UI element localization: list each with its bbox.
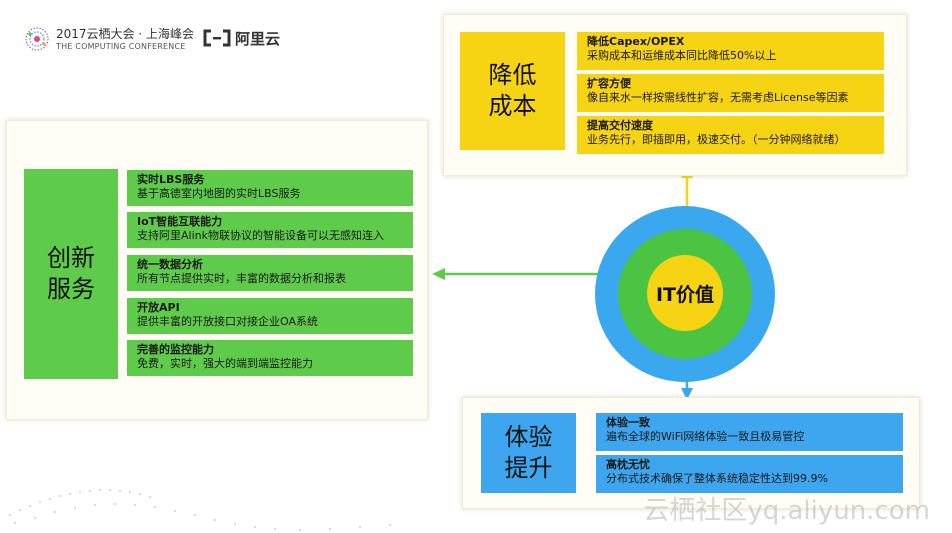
item-monitoring: 完善的监控能力 免费，实时，强大的端到端监控能力 (127, 340, 413, 376)
item-desc: 支持阿里Alink物联协议的智能设备可以无感知连入 (137, 229, 384, 242)
item-title: 开放API (137, 301, 180, 314)
item-consistent-experience: 体验一致 遍布全球的WiFi网络体验一致且极易管控 (596, 413, 903, 451)
hub-label: IT价值 (655, 283, 715, 306)
item-desc: 像自来水一样按需线性扩容，无需考虑License等因素 (587, 91, 849, 104)
item-title: 提高交付速度 (587, 119, 653, 132)
item-delivery-speed: 提高交付速度 业务先行，即插即用，极速交付。（一分钟网络就绪） (577, 116, 884, 154)
cost-reduction-tile: 降低 成本 (460, 32, 565, 150)
watermark: 云栖社区yq.aliyun.com (643, 496, 930, 526)
innovation-service-panel: 创新 服务 实时LBS服务 基于高德室内地图的实时LBS服务 IoT智能互联能力… (6, 120, 428, 420)
item-title: 体验一致 (606, 416, 650, 429)
item-scaling: 扩容方便 像自来水一样按需线性扩容，无需考虑License等因素 (577, 74, 884, 112)
item-capex-opex: 降低Capex/OPEX 采购成本和运维成本同比降低50%以上 (577, 32, 884, 70)
dotted-globe-icon (25, 27, 49, 51)
brand-name: 阿里云 (235, 30, 281, 48)
arrow-left-head (432, 268, 445, 280)
aliyun-bracket-icon (203, 29, 231, 47)
item-title: 高枕无忧 (606, 458, 650, 471)
item-title: 降低Capex/OPEX (587, 35, 685, 48)
tile-label: 创新 服务 (47, 244, 95, 303)
item-lbs: 实时LBS服务 基于高德室内地图的实时LBS服务 (127, 170, 413, 206)
conference-name: 2017云栖大会 · 上海峰会 THE COMPUTING CONFERENCE (56, 27, 194, 52)
item-open-api: 开放API 提供丰富的开放接口对接企业OA系统 (127, 298, 413, 334)
tile-label: 体验 提升 (504, 423, 553, 482)
tile-label: 降低 成本 (488, 61, 537, 120)
item-title: IoT智能互联能力 (137, 215, 223, 228)
item-data-analysis: 统一数据分析 所有节点提供实时，丰富的数据分析和报表 (127, 255, 413, 291)
item-desc: 分布式技术确保了整体系统稳定性达到99.9% (606, 472, 828, 485)
innovation-service-tile: 创新 服务 (24, 169, 118, 379)
conference-subtitle: THE COMPUTING CONFERENCE (56, 42, 186, 51)
hub-core: IT价值 (647, 255, 723, 331)
decorative-dot-wave (9, 489, 391, 531)
item-desc: 业务先行，即插即用，极速交付。（一分钟网络就绪） (587, 133, 846, 146)
item-desc: 遍布全球的WiFi网络体验一致且极易管控 (606, 430, 805, 443)
item-desc: 采购成本和运维成本同比降低50%以上 (587, 49, 777, 62)
item-desc: 提供丰富的开放接口对接企业OA系统 (137, 315, 318, 328)
experience-tile: 体验 提升 (481, 413, 576, 493)
item-desc: 基于高德室内地图的实时LBS服务 (137, 187, 301, 200)
item-desc: 免费，实时，强大的端到端监控能力 (137, 357, 313, 370)
cost-reduction-panel: 降低 成本 降低Capex/OPEX 采购成本和运维成本同比降低50%以上 扩容… (443, 14, 907, 176)
item-title: 统一数据分析 (137, 258, 203, 271)
item-title: 扩容方便 (587, 77, 631, 90)
item-title: 实时LBS服务 (137, 173, 205, 186)
conference-title: 2017云栖大会 · 上海峰会 (56, 27, 194, 41)
item-iot: IoT智能互联能力 支持阿里Alink物联协议的智能设备可以无感知连入 (127, 212, 413, 248)
item-desc: 所有节点提供实时，丰富的数据分析和报表 (137, 272, 346, 285)
item-stability: 高枕无忧 分布式技术确保了整体系统稳定性达到99.9% (596, 455, 903, 493)
experience-panel: 体验 提升 体验一致 遍布全球的WiFi网络体验一致且极易管控 高枕无忧 分布式… (462, 397, 920, 509)
item-title: 完善的监控能力 (137, 343, 214, 356)
